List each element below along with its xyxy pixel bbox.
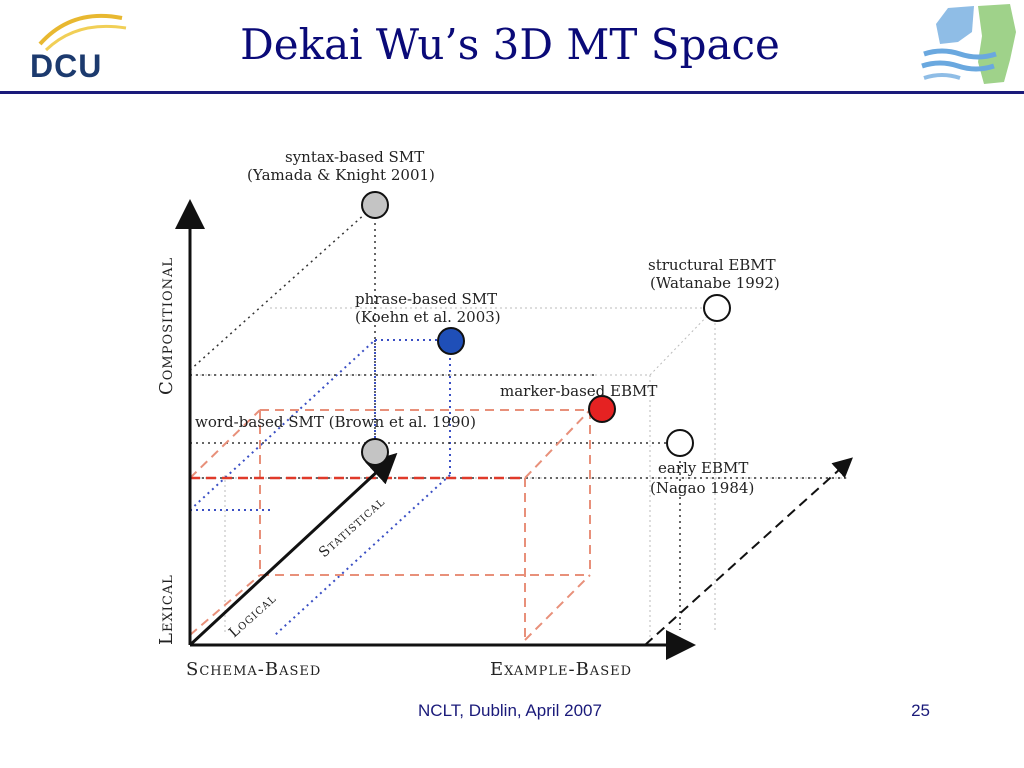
dcu-logo-text: DCU bbox=[30, 48, 103, 84]
mt-space-diagram: Compositional Lexical Schema-Based Examp… bbox=[156, 148, 853, 680]
marker-ebmt-marker bbox=[588, 395, 616, 423]
syntax-smt-citation: (Yamada & Knight 2001) bbox=[247, 166, 435, 184]
red-dashed-box bbox=[189, 409, 591, 641]
dcu-logo bbox=[38, 13, 127, 52]
axis-label-schema-based: Schema-Based bbox=[186, 659, 321, 680]
structural-ebmt-marker bbox=[703, 294, 731, 322]
word-smt-marker bbox=[361, 438, 389, 466]
axis-label-example-based: Example-Based bbox=[490, 659, 632, 680]
marker-ebmt-label: marker-based EBMT bbox=[500, 382, 657, 400]
nclt-logo bbox=[921, 4, 1016, 84]
syntax-smt-label: syntax-based SMT bbox=[285, 148, 424, 166]
word-smt-label: word-based SMT (Brown et al. 1990) bbox=[195, 413, 476, 431]
blue-projection-lines bbox=[189, 339, 451, 636]
footer-text: NCLT, Dublin, April 2007 bbox=[418, 701, 602, 720]
early-ebmt-citation: (Nagao 1984) bbox=[650, 479, 754, 497]
axis-label-statistical: Statistical bbox=[316, 494, 388, 561]
early-ebmt-marker bbox=[666, 429, 694, 457]
structural-ebmt-citation: (Watanabe 1992) bbox=[650, 274, 780, 292]
axis-label-lexical: Lexical bbox=[156, 574, 177, 645]
diagonal-axis bbox=[188, 452, 398, 647]
axis-label-logical: Logical bbox=[226, 590, 280, 641]
syntax-smt-marker bbox=[361, 191, 389, 219]
structural-ebmt-label: structural EBMT bbox=[648, 256, 776, 274]
early-ebmt-label: early EBMT bbox=[658, 459, 748, 477]
phrase-smt-citation: (Koehn et al. 2003) bbox=[355, 308, 501, 326]
phrase-smt-marker bbox=[437, 327, 465, 355]
grid-lines bbox=[190, 307, 850, 640]
phrase-smt-label: phrase-based SMT bbox=[355, 290, 497, 308]
slide-title: Dekai Wu’s 3D MT Space bbox=[240, 20, 780, 69]
page-number: 25 bbox=[911, 701, 930, 720]
title-divider bbox=[0, 91, 1024, 94]
axis-label-compositional: Compositional bbox=[156, 257, 177, 395]
diagonal-dashed-axis bbox=[644, 457, 853, 646]
